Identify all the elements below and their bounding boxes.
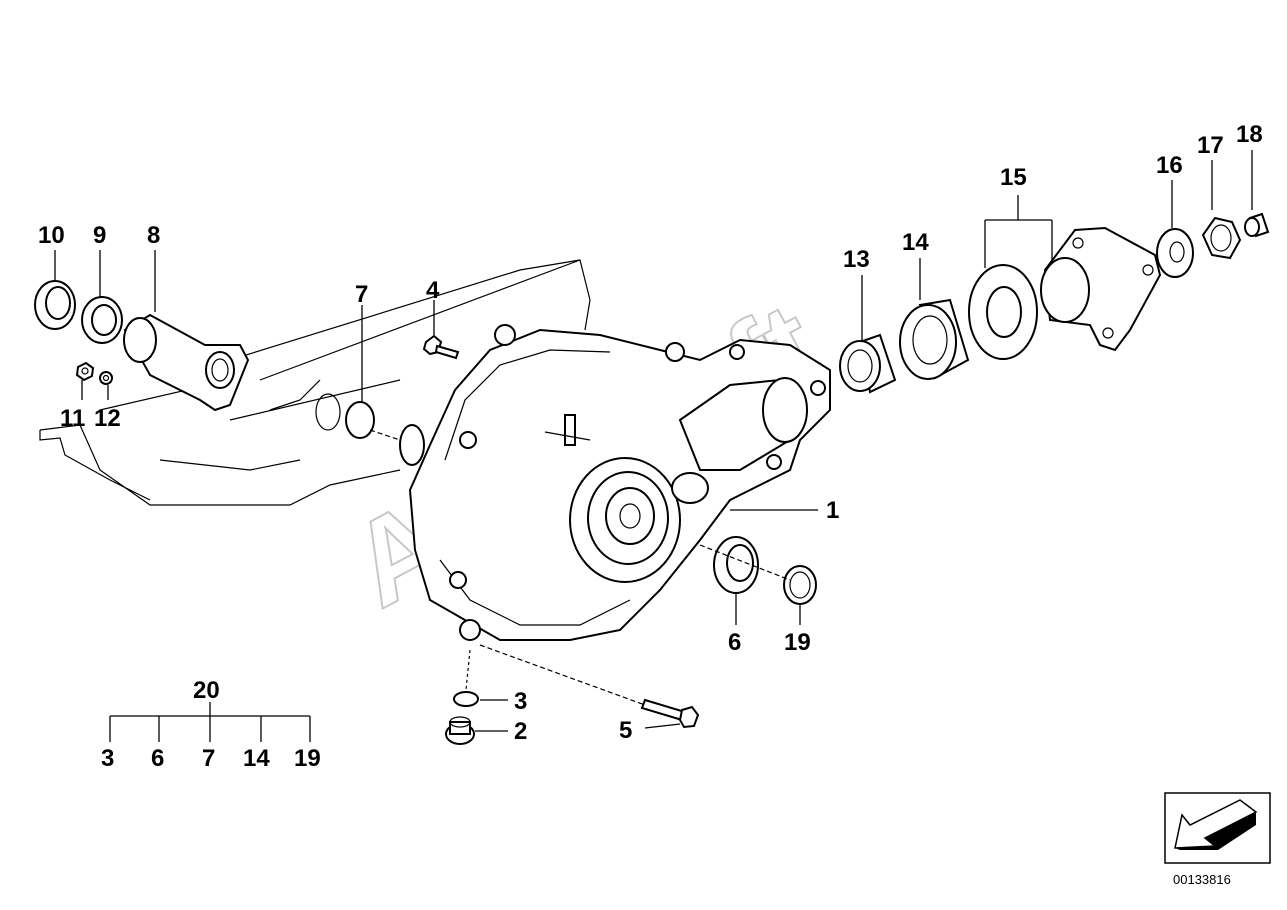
callout-9[interactable]: 9 [93, 222, 106, 249]
part-16-washer[interactable] [1156, 228, 1194, 278]
callout-12[interactable]: 12 [94, 405, 121, 432]
callout-1[interactable]: 1 [826, 497, 839, 524]
part-14-seal[interactable] [899, 298, 970, 380]
part-1-final-drive-housing[interactable] [399, 324, 831, 641]
diagram-number: 00133816 [1173, 872, 1231, 887]
part-5-bolt[interactable] [640, 698, 700, 729]
part-8-flange-tube[interactable] [123, 313, 250, 412]
callout-14[interactable]: 14 [902, 229, 929, 256]
engine-block-outline [39, 259, 591, 506]
callout-6[interactable]: 6 [728, 629, 741, 656]
callout-8[interactable]: 8 [147, 222, 160, 249]
part-4-bolt[interactable] [422, 334, 460, 360]
callout-18[interactable]: 18 [1236, 121, 1263, 148]
callout-labels: 10 9 8 11 12 7 4 13 14 15 16 17 18 1 6 1… [38, 121, 1263, 772]
kit-item-14[interactable]: 14 [243, 745, 270, 772]
kit-item-3[interactable]: 3 [101, 745, 114, 772]
callout-16[interactable]: 16 [1156, 152, 1183, 179]
callout-15[interactable]: 15 [1000, 164, 1027, 191]
part-10-seal[interactable] [34, 280, 76, 330]
part-18-cap[interactable] [1244, 212, 1270, 238]
part-12-washer[interactable] [99, 371, 113, 385]
part-3-o-ring[interactable] [453, 691, 479, 707]
part-7-o-ring[interactable] [345, 401, 375, 439]
part-13-bearing[interactable] [839, 333, 897, 394]
callout-7[interactable]: 7 [355, 281, 368, 308]
kit-item-19[interactable]: 19 [294, 745, 321, 772]
callout-4[interactable]: 4 [426, 277, 440, 304]
callout-5[interactable]: 5 [619, 717, 632, 744]
callout-19[interactable]: 19 [784, 629, 811, 656]
callout-13[interactable]: 13 [843, 246, 870, 273]
callout-10[interactable]: 10 [38, 222, 65, 249]
callout-17[interactable]: 17 [1197, 132, 1224, 159]
callout-11[interactable]: 11 [60, 405, 85, 432]
part-17-nut[interactable] [1201, 216, 1242, 260]
part-11-nut[interactable] [75, 361, 95, 382]
kit-item-6[interactable]: 6 [151, 745, 164, 772]
callout-20[interactable]: 20 [193, 677, 220, 704]
kit-item-7[interactable]: 7 [202, 745, 215, 772]
part-15-drive-tube[interactable] [968, 226, 1162, 360]
kit-bracket [109, 702, 311, 742]
part-2-plug[interactable] [445, 716, 475, 745]
callout-3[interactable]: 3 [514, 688, 527, 715]
part-6-seal[interactable] [713, 536, 759, 594]
part-9-bearing[interactable] [81, 296, 123, 344]
leader-lines [54, 150, 1253, 732]
callout-2[interactable]: 2 [514, 718, 527, 745]
part-19-circlip[interactable] [783, 565, 817, 605]
arrow-lower-left-icon [1164, 792, 1271, 864]
